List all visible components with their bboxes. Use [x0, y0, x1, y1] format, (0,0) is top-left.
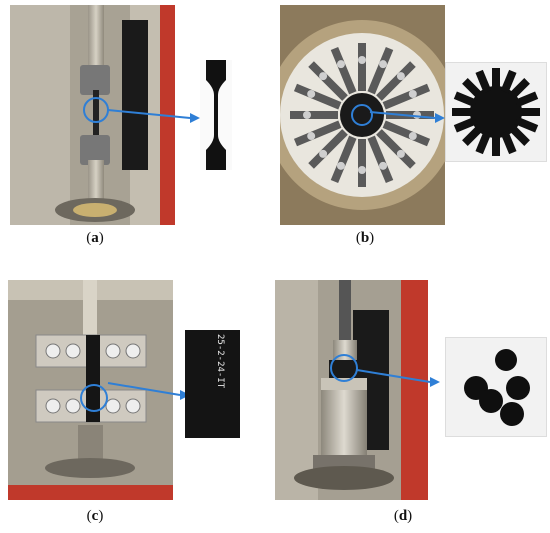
star-arm [452, 108, 474, 116]
grip-arm [308, 129, 348, 169]
arrow-d [356, 369, 440, 387]
star-core [470, 86, 522, 138]
panel-c: 25-2-24-IT (c) [0, 265, 275, 533]
grip-bolt [379, 60, 388, 69]
grip-arm [293, 120, 342, 147]
grip-bolt [358, 56, 366, 64]
star-arm [492, 134, 500, 156]
grip-bolt [319, 149, 328, 158]
caption-d: (d) [393, 508, 413, 524]
grip-arm [330, 135, 357, 184]
highlight-circle [80, 384, 108, 412]
photo-tensile-test [10, 5, 175, 225]
grip-bolt [358, 166, 366, 174]
grip-arm [376, 61, 416, 101]
grip-bolt [319, 72, 328, 81]
panel-b: (b) [275, 0, 550, 260]
star-arm [492, 68, 500, 90]
grip-arm [367, 135, 394, 184]
caption-a: (a) [86, 230, 104, 246]
grip-bolt [307, 132, 316, 141]
grip-bolt [307, 89, 316, 98]
tensile-machine-illustration [10, 5, 175, 225]
grip-bolt [379, 161, 388, 170]
specimen [86, 335, 100, 422]
star-sample-in-fixture [340, 93, 384, 137]
red-frame [8, 485, 173, 500]
grip-arm [382, 120, 431, 147]
star-arm [453, 91, 478, 108]
star-arm [508, 124, 530, 146]
highlight-circle [351, 104, 373, 126]
arrow-b [369, 111, 445, 123]
grip-bolt [408, 89, 417, 98]
star-arm [518, 108, 540, 116]
grip-bolt [396, 72, 405, 81]
grip-bolt [336, 161, 345, 170]
grip-bolt [396, 149, 405, 158]
grip-bolt [336, 60, 345, 69]
grip-arm [308, 61, 348, 101]
caption-b: (b) [355, 230, 375, 246]
grip-arm [293, 83, 342, 110]
star-arm [500, 69, 517, 94]
red-frame [401, 280, 428, 500]
highlight-circle [330, 354, 358, 382]
disc-samples [445, 337, 547, 437]
star-arm [508, 78, 530, 100]
photo-compression-test [275, 280, 428, 500]
black-strip [122, 20, 148, 170]
star-arm [462, 78, 484, 100]
radial-grips [290, 43, 434, 187]
panel-d: (d) [275, 265, 550, 533]
rectangular-sample: 25-2-24-IT [185, 330, 240, 438]
grip-arm [367, 46, 394, 95]
star-arm [514, 91, 539, 108]
star-arm [475, 69, 492, 94]
dogbone-sample [200, 60, 232, 170]
photo-multi-specimen-fixture [280, 5, 445, 225]
grip-bolt [408, 132, 417, 141]
star-arm [514, 116, 539, 133]
grip-arm [330, 46, 357, 95]
sample-label-text: 25-2-24-IT [215, 334, 225, 389]
grip-arm [382, 83, 431, 110]
star-arm [500, 130, 517, 155]
star-arm [453, 116, 478, 133]
panel-a: (a) [0, 0, 275, 260]
star-arm [475, 130, 492, 155]
compression-base [321, 390, 367, 455]
star-sample [445, 62, 547, 162]
star-arm [462, 124, 484, 146]
grip-arm [376, 129, 416, 169]
caption-c: (c) [86, 508, 104, 524]
specimen [93, 90, 99, 140]
arrow-a [107, 109, 200, 123]
compression-sample [329, 360, 359, 378]
grip-bolt [303, 111, 311, 119]
